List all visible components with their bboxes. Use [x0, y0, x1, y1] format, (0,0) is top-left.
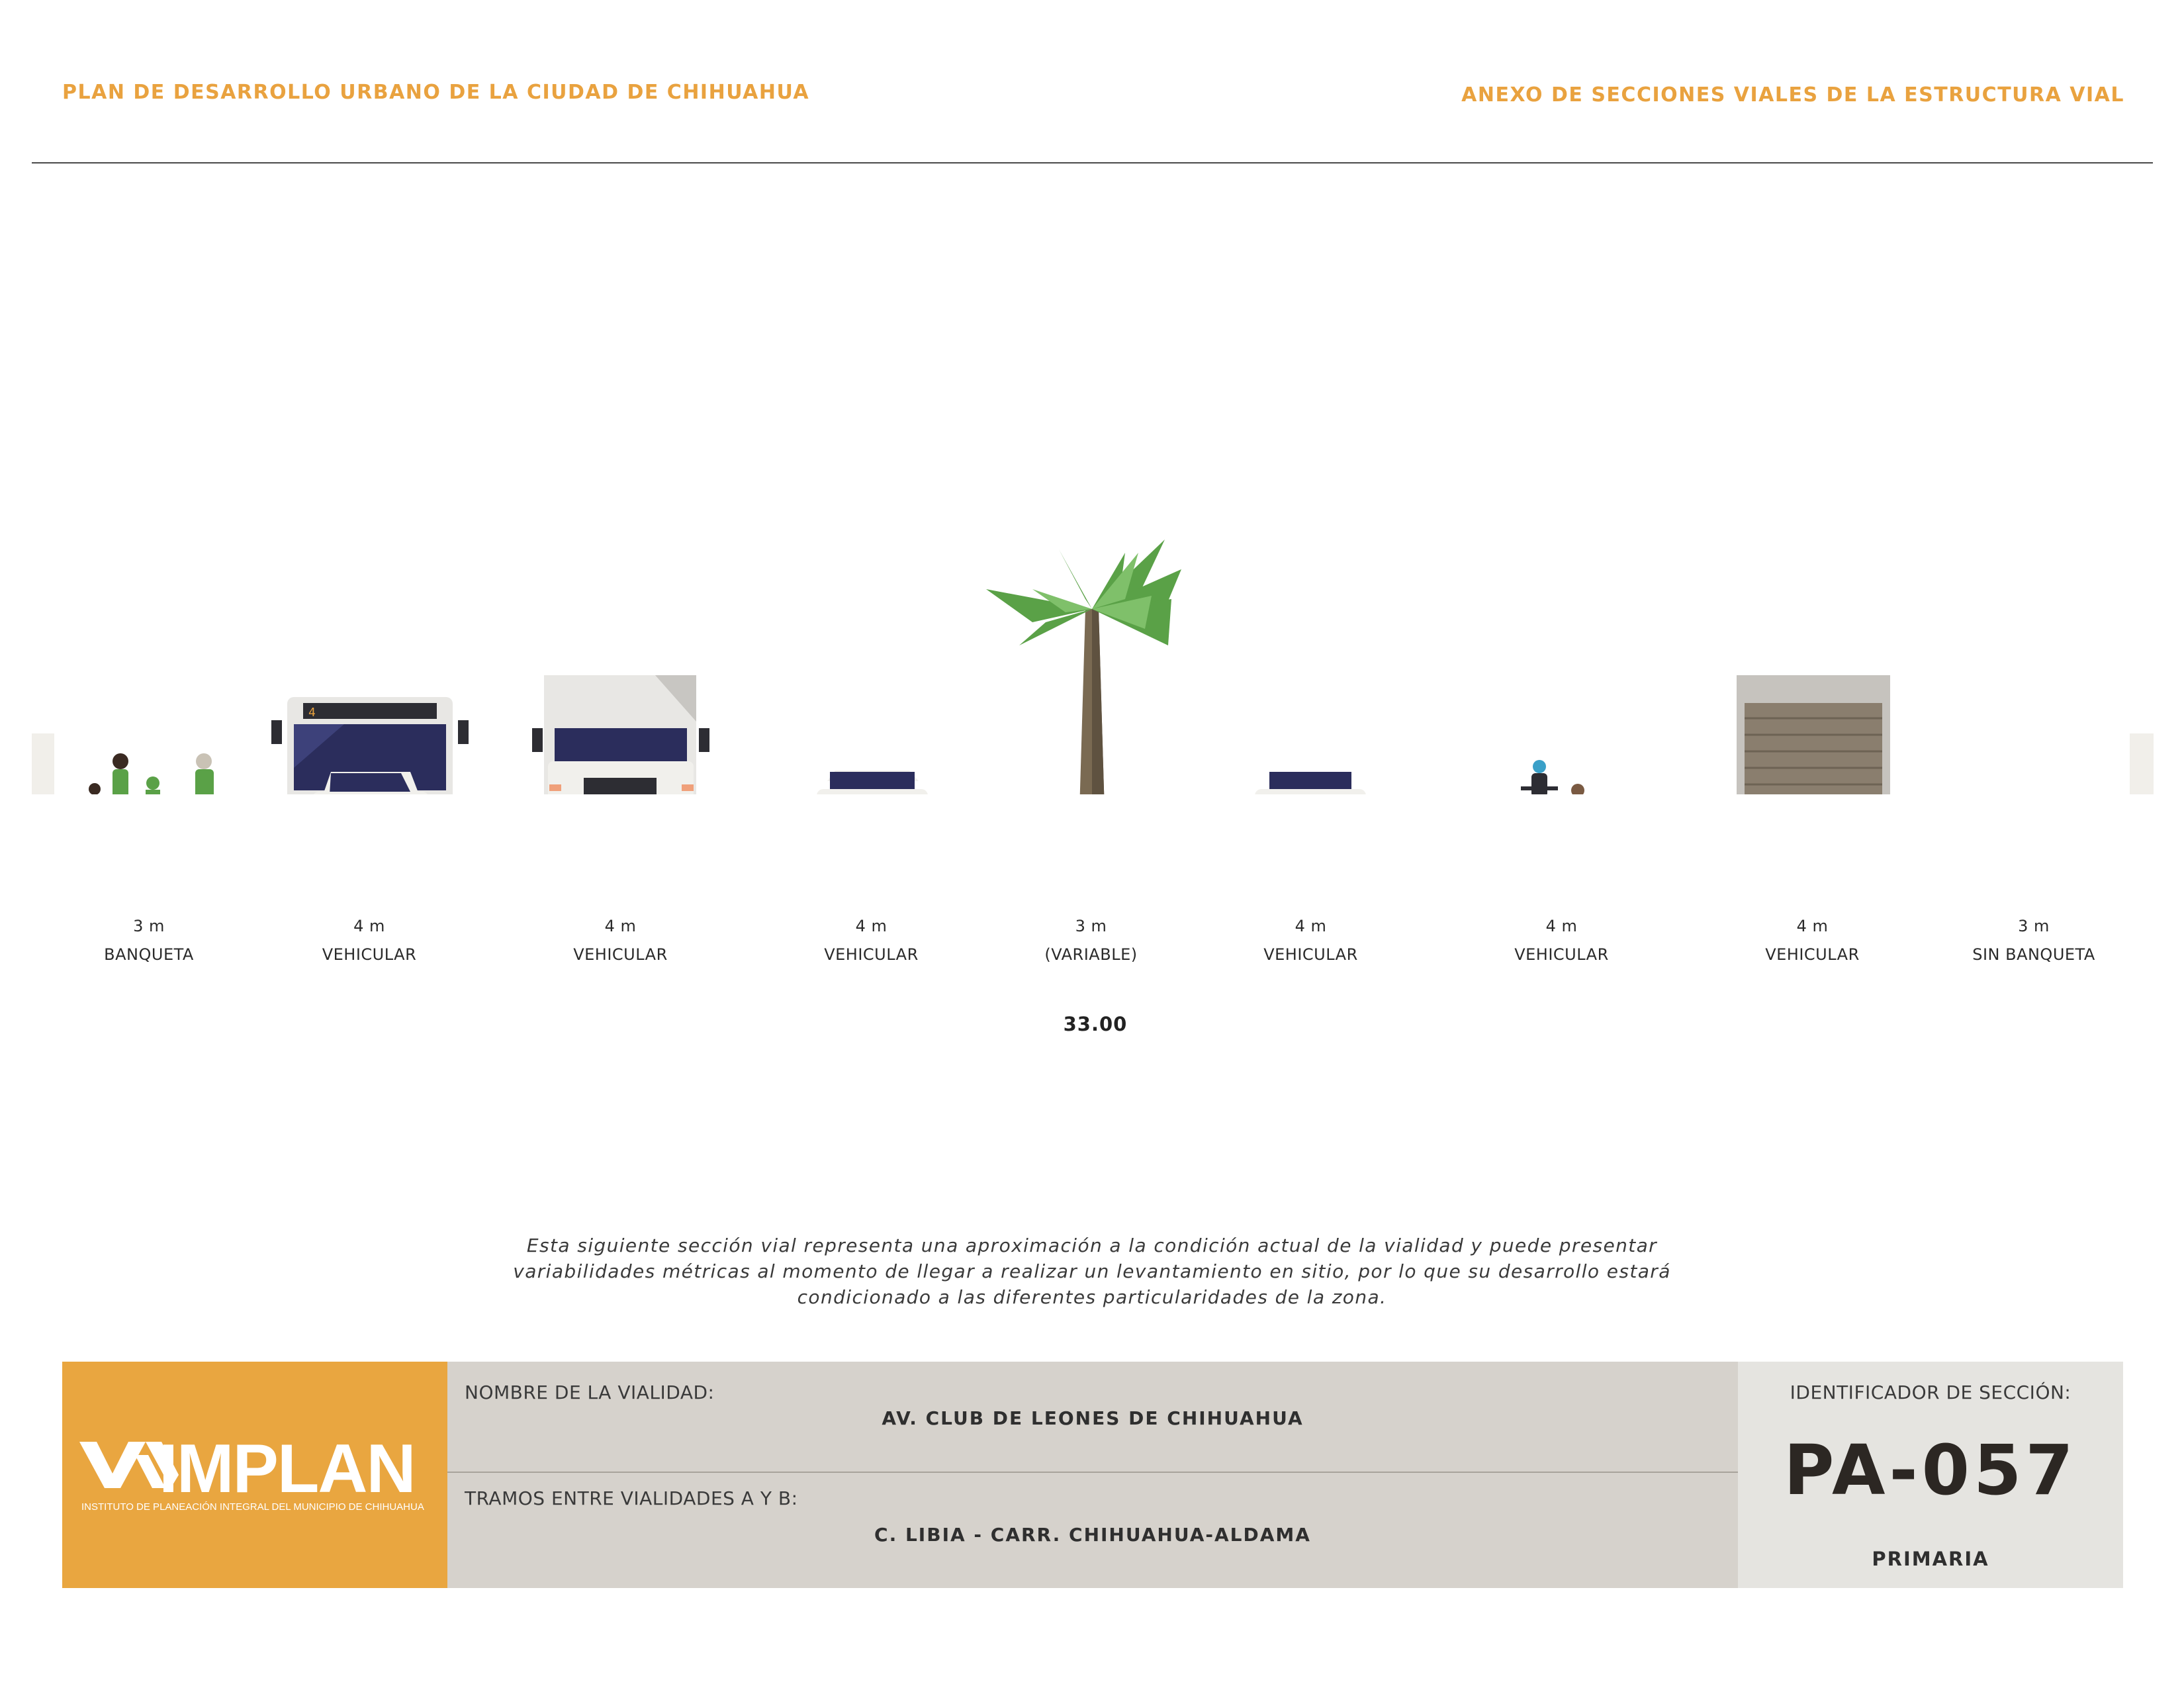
disclaimer-note: Esta siguiente sección vial representa u…: [513, 1235, 1671, 1308]
lane-label: 3 m (VARIABLE): [997, 912, 1185, 969]
lane-name: (VARIABLE): [1044, 945, 1138, 964]
road-section-diagram: 4: [32, 539, 2154, 794]
palm-tree-icon: [986, 539, 1181, 794]
header-left-title: PLAN DE DESARROLLO URBANO DE LA CIUDAD D…: [62, 81, 810, 104]
truck-icon: [532, 675, 709, 794]
lane-name: VEHICULAR: [1765, 945, 1860, 964]
motorcycle-icon: [1521, 760, 1584, 794]
lane-width: 3 m: [2018, 917, 2050, 935]
svg-text:4: 4: [308, 706, 316, 720]
logo-subtitle: INSTITUTO DE PLANEACIÓN INTEGRAL DEL MUN…: [81, 1501, 424, 1513]
lane-width: 4 m: [1295, 917, 1327, 935]
lane-width: 4 m: [353, 917, 385, 935]
right-edge-wall: [2130, 733, 2154, 794]
lane-name: VEHICULAR: [824, 945, 919, 964]
lane-label: 4 m VEHICULAR: [495, 912, 746, 969]
lane-width: 3 m: [133, 917, 165, 935]
lane-label: 4 m VEHICULAR: [746, 912, 997, 969]
identifier-panel: [1738, 1362, 2123, 1588]
left-edge-wall: [32, 733, 54, 794]
lane-width: 4 m: [1545, 917, 1578, 935]
logo-name: IMPLAN: [159, 1430, 416, 1507]
segment-value: C. LIBIA - CARR. CHIHUAHUA-ALDAMA: [874, 1524, 1311, 1546]
lane-label: 4 m VEHICULAR: [244, 912, 495, 969]
total-width: 33.00: [1063, 1013, 1128, 1035]
lane-width: 4 m: [855, 917, 887, 935]
identifier-code: PA-057: [1784, 1430, 2077, 1511]
lane-name: SIN BANQUETA: [1972, 945, 2095, 964]
header-divider: [32, 162, 2153, 164]
identifier-label: IDENTIFICADOR DE SECCIÓN:: [1790, 1382, 2071, 1403]
info-divider: [447, 1472, 1738, 1473]
pedestrians-icon: [89, 753, 214, 794]
lane-label: 4 m VEHICULAR: [1687, 912, 1938, 969]
lane-label: 3 m SIN BANQUETA: [1938, 912, 2130, 969]
lane-label: 4 m VEHICULAR: [1185, 912, 1436, 969]
lane-name: VEHICULAR: [322, 945, 417, 964]
implan-logo-icon: [79, 1442, 179, 1488]
segment-label: TRAMOS ENTRE VIALIDADES A Y B:: [465, 1487, 798, 1509]
info-panel: [447, 1362, 1738, 1588]
lane-width: 3 m: [1075, 917, 1107, 935]
lane-name: VEHICULAR: [1514, 945, 1609, 964]
car-icon: [314, 772, 428, 794]
lane-label: 3 m BANQUETA: [54, 912, 244, 969]
road-name-value: AV. CLUB DE LEONES DE CHIHUAHUA: [882, 1407, 1304, 1429]
lane-name: VEHICULAR: [1263, 945, 1358, 964]
lane-name: VEHICULAR: [573, 945, 668, 964]
lane-width: 4 m: [1796, 917, 1829, 935]
car-icon: [1255, 772, 1366, 794]
lane-label: 4 m VEHICULAR: [1436, 912, 1687, 969]
lane-name: BANQUETA: [104, 945, 194, 964]
lane-width: 4 m: [604, 917, 637, 935]
box-truck-icon: [1737, 675, 1890, 794]
road-type: PRIMARIA: [1872, 1548, 1989, 1570]
header-right-title: ANEXO DE SECCIONES VIALES DE LA ESTRUCTU…: [1461, 83, 2124, 107]
road-name-label: NOMBRE DE LA VIALIDAD:: [465, 1382, 715, 1403]
car-icon: [817, 771, 928, 794]
